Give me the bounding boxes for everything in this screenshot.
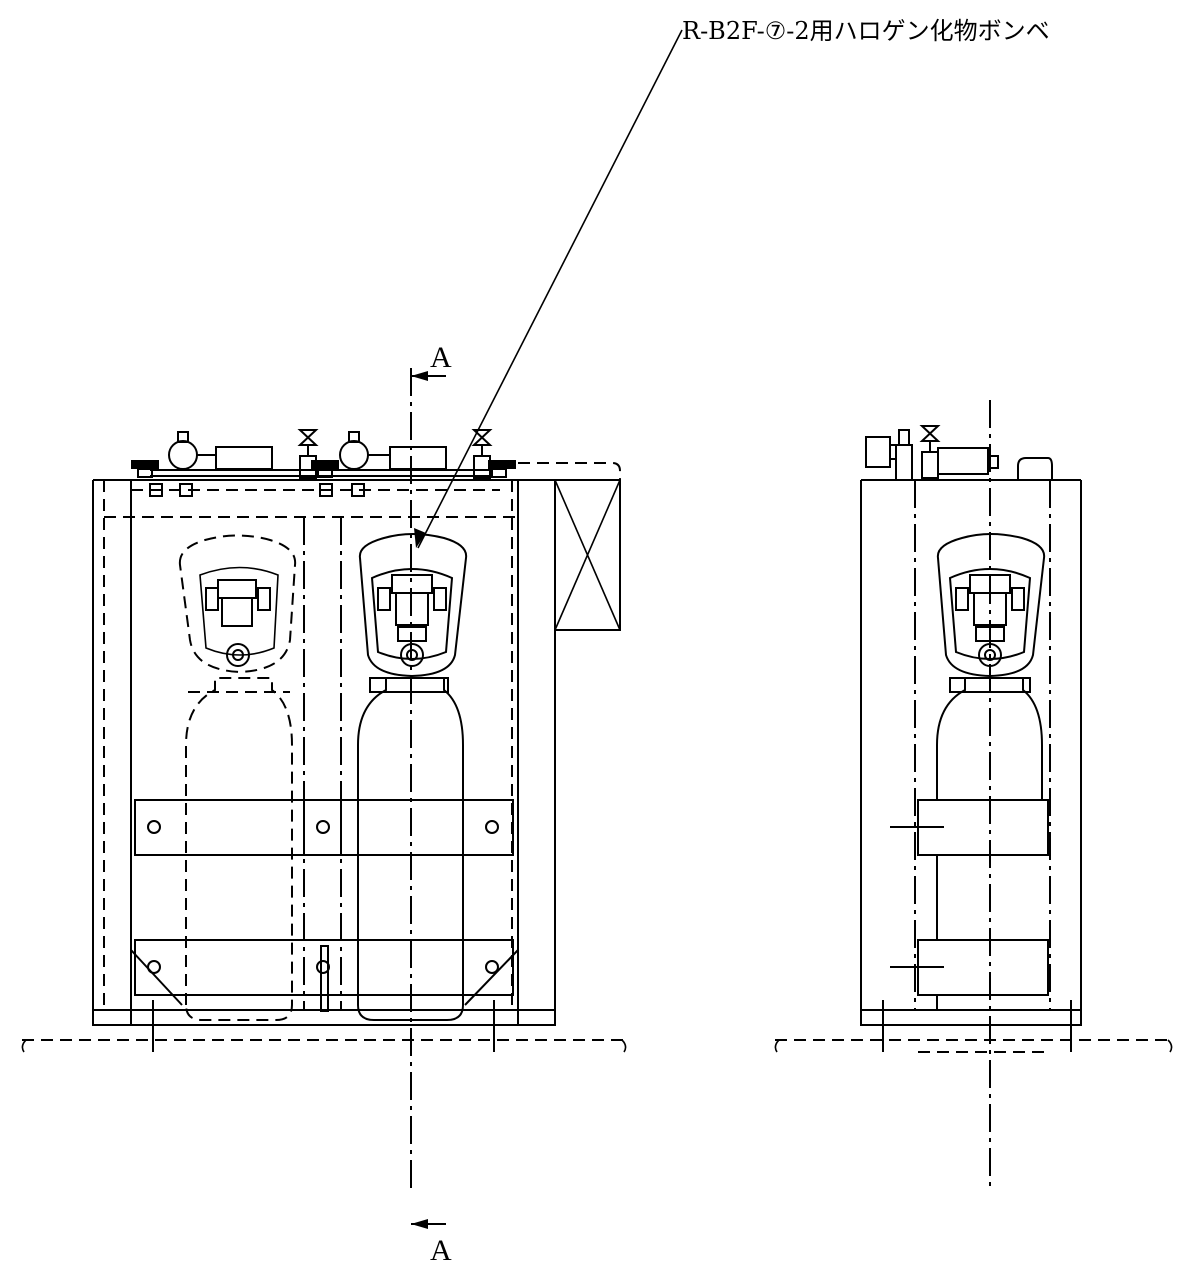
section-marker-top: A xyxy=(411,341,452,381)
section-marker-bottom: A xyxy=(411,1219,452,1266)
leader-label: R-B2F-⑦-2用ハロゲン化物ボンベ xyxy=(682,17,1050,45)
clamp-band-lower xyxy=(134,939,514,996)
cylinder-left xyxy=(178,534,297,1021)
leader-line xyxy=(414,29,683,549)
svg-text:A: A xyxy=(430,1234,452,1266)
side-view xyxy=(774,400,1173,1190)
cylinder-right xyxy=(357,533,468,1021)
side-box xyxy=(554,479,621,631)
top-piping xyxy=(131,429,516,497)
clamp-band-upper xyxy=(134,799,514,856)
svg-text:A: A xyxy=(430,341,452,374)
front-view: A A xyxy=(21,341,627,1266)
